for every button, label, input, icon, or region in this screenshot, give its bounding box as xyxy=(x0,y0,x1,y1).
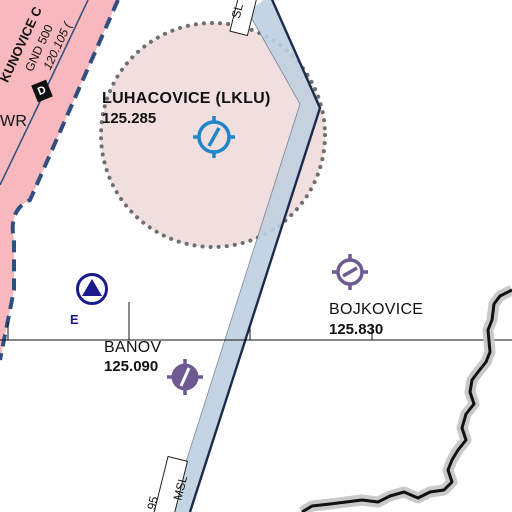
ctr-inner-boundary xyxy=(0,0,89,186)
aerodrome-name-bojkovice: BOJKOVICE xyxy=(329,301,424,318)
aerodrome-freq-bojkovice: 125.830 xyxy=(329,321,384,338)
kunovice-ctr-area xyxy=(0,0,118,360)
aerodrome-name-luhacovice: LUHACOVICE (LKLU) xyxy=(102,90,271,107)
ctr-twr-label: WR xyxy=(0,113,28,130)
aerodrome-freq-banov: 125.090 xyxy=(104,358,159,375)
reporting-point-label: E xyxy=(70,312,79,327)
airway-label-box-bottom xyxy=(151,455,189,512)
vfr-reporting-point-icon[interactable] xyxy=(75,272,109,306)
civil-aerodrome-icon[interactable] xyxy=(191,114,237,160)
aerodrome-freq-luhacovice: 125.285 xyxy=(102,110,157,127)
luhacovice-atz-circle xyxy=(99,21,327,249)
aerodrome-name-banov: BANOV xyxy=(104,339,162,356)
kunovice-ctr-border xyxy=(0,0,120,361)
glider-site-icon[interactable] xyxy=(331,253,369,291)
airway-label-top: SL xyxy=(228,2,246,20)
state-border-line xyxy=(301,288,512,512)
airway-label-bottom-left: 95 xyxy=(144,494,162,512)
airway-label-box-top xyxy=(229,0,259,37)
airway-edge-left xyxy=(169,11,301,512)
airway-edge-right xyxy=(188,0,322,512)
glider-site-icon[interactable] xyxy=(166,358,204,396)
